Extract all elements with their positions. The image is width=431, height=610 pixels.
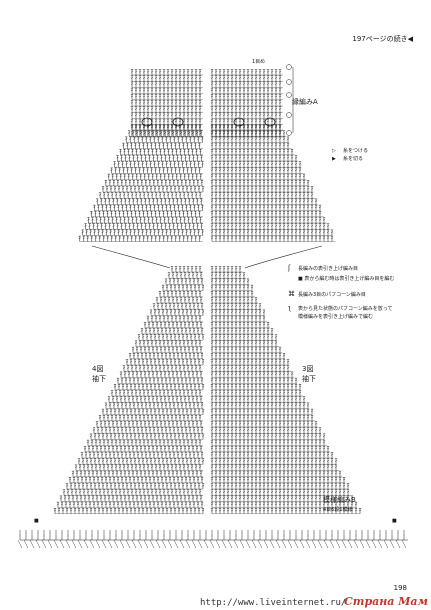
stitch-grid <box>17 64 408 549</box>
note-symbol-0: ʃ <box>287 264 291 272</box>
figure-4-sub-label: 袖下 <box>92 374 106 383</box>
page-header-continuation: 197ページの続き◀ <box>352 35 413 43</box>
figure-3-sub-label: 袖下 <box>302 374 316 383</box>
note-text-0: 長編みの表引き上げ編み目 <box>298 265 358 272</box>
edging-a-label: 縁編みA <box>292 97 318 106</box>
round-one-label: 1目め <box>252 59 265 65</box>
page-number: 198 <box>393 584 407 592</box>
legend-text-attach: 糸をつける <box>343 147 368 154</box>
figure-4-label: 4図 <box>92 365 103 373</box>
legend-text-cut: 糸を切る <box>343 155 363 162</box>
legend-symbol-cut: ▶ <box>332 156 336 162</box>
note-text-1: ■ 表から編む時は表引き上げ編み目を編む <box>298 275 394 282</box>
note-symbol-3: ʅ <box>288 304 291 312</box>
watermark-url[interactable]: http://www.liveinternet.ru/ <box>200 598 347 608</box>
note-symbol-2: ⌘ <box>288 290 295 298</box>
note-text-3: 表から見た状態のパフコーン編みを放って <box>298 305 393 312</box>
figure-3-label: 3図 <box>302 365 313 373</box>
left-bottom-marker: ■ <box>34 518 39 524</box>
right-bottom-marker: ■ <box>392 518 397 524</box>
pattern-b-sub-label: 4目6段1模様 <box>323 506 353 513</box>
pattern-b-label: 模様編みB <box>323 495 356 504</box>
brand-logo: Страна Мам <box>344 595 428 608</box>
legend-symbol-attach: ▷ <box>332 148 336 154</box>
legend: ▷ 糸をつける ▶ 糸を切る ʃ 長編みの表引き上げ編み目 ■ 表から編む時は表… <box>287 147 394 320</box>
note-text-2: 長編み3目のパフコーン編み目 <box>298 291 366 298</box>
note-text-4: 模様編みを表引き上げ編みで編む <box>298 313 373 320</box>
